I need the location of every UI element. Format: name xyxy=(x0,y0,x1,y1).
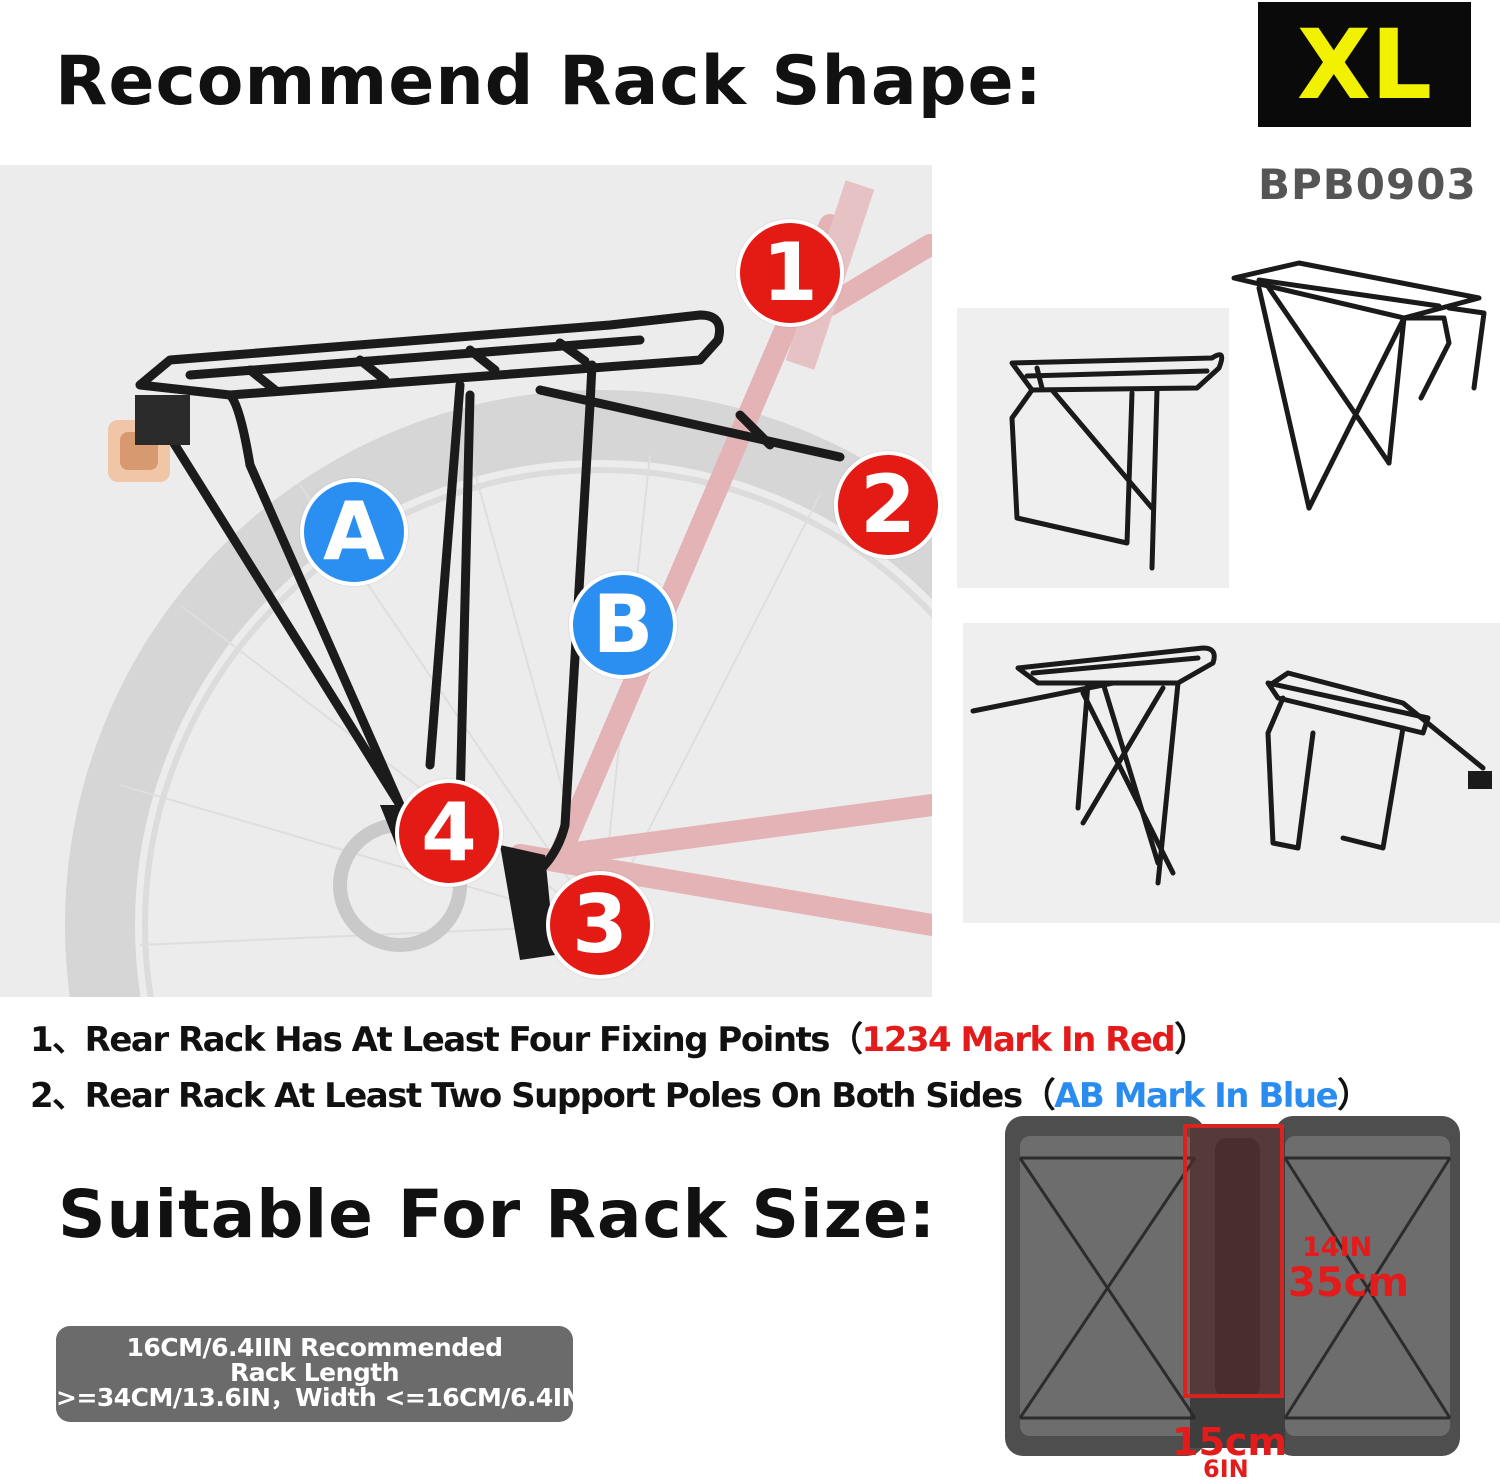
rack-example-image-3 xyxy=(963,623,1500,923)
pannier-bag-image xyxy=(1000,1108,1465,1478)
dimension-width-cm: 15cm xyxy=(1172,1420,1288,1464)
size-badge: XL xyxy=(1258,2,1471,127)
model-code: BPB0903 xyxy=(1258,160,1477,209)
support-pole-badge-b: B xyxy=(569,571,677,679)
fixing-point-badge-3: 3 xyxy=(546,871,654,979)
rack-example-image-1 xyxy=(957,308,1229,588)
dimension-length-in: 14IN xyxy=(1302,1232,1373,1263)
note-fixing-points: 1、Rear Rack Has At Least Four Fixing Poi… xyxy=(30,1012,1208,1061)
rack-on-bike-illustration xyxy=(65,180,932,997)
section-title-rack-size: Suitable For Rack Size: xyxy=(58,1176,937,1253)
size-box-line-2: Rack Length xyxy=(229,1358,400,1387)
recommended-size-box: 16CM/6.4IIN Recommended Rack Length >=34… xyxy=(56,1326,583,1422)
note-1-highlight: 1234 Mark In Red xyxy=(861,1020,1176,1060)
dimension-width-in: 6IN xyxy=(1203,1455,1249,1483)
fixing-point-badge-2: 2 xyxy=(834,451,942,559)
dimension-length-cm: 35cm xyxy=(1288,1260,1410,1306)
rack-example-image-2 xyxy=(1229,258,1500,588)
note-2-suffix: ） xyxy=(1337,1076,1371,1116)
note-support-poles: 2、Rear Rack At Least Two Support Poles O… xyxy=(30,1068,1371,1117)
note-1-suffix: ） xyxy=(1174,1020,1208,1060)
size-box-line-1: 16CM/6.4IIN Recommended xyxy=(126,1333,503,1362)
note-2-highlight: AB Mark In Blue xyxy=(1054,1076,1339,1116)
note-2-text: 2、Rear Rack At Least Two Support Poles O… xyxy=(30,1076,1056,1116)
fixing-point-badge-1: 1 xyxy=(736,219,844,327)
support-pole-badge-a: A xyxy=(300,478,408,586)
fixing-point-badge-4: 4 xyxy=(395,779,503,887)
page-title: Recommend Rack Shape: xyxy=(55,42,1043,121)
note-1-text: 1、Rear Rack Has At Least Four Fixing Poi… xyxy=(30,1020,863,1060)
size-box-line-3: >=34CM/13.6IN，Width <=16CM/6.4IN xyxy=(56,1383,583,1412)
